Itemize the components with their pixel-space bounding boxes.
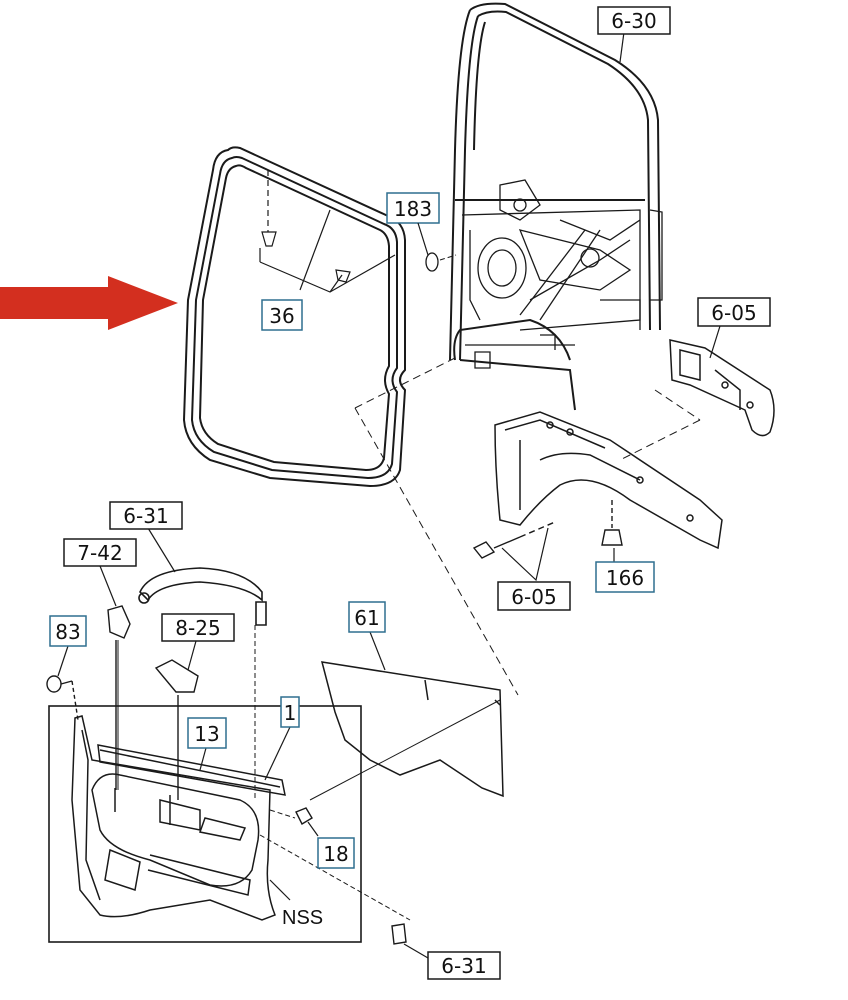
insulator-sheet-61: [320, 661, 504, 798]
svg-text:8-25: 8-25: [175, 616, 220, 640]
callout-6-31-top: 6-31: [109, 501, 183, 573]
switch-part-7-42: [107, 605, 131, 790]
svg-text:13: 13: [194, 722, 219, 746]
svg-text:166: 166: [606, 566, 644, 590]
svg-text:6-30: 6-30: [611, 9, 656, 33]
callout-7-42: 7-42: [63, 538, 137, 607]
callout-18: 18: [307, 821, 355, 869]
svg-text:36: 36: [269, 304, 294, 328]
door-mechanism: [461, 179, 663, 369]
svg-text:7-42: 7-42: [77, 541, 122, 565]
nss-label: NSS: [269, 879, 323, 929]
callout-83: 83: [49, 615, 87, 677]
callout-6-31-bottom: 6-31: [403, 943, 501, 980]
pull-handle: [138, 567, 267, 626]
door-trim-panel: [71, 715, 286, 921]
svg-text:83: 83: [55, 620, 80, 644]
callout-61: 61: [348, 601, 386, 671]
trim-leaders: [117, 625, 501, 921]
lower-bracket: [494, 411, 723, 550]
screw-83: [46, 675, 79, 721]
callout-36-leader: [259, 170, 396, 293]
red-arrow-right-icon: [0, 276, 178, 330]
lock-part-8-25: [154, 659, 199, 800]
callout-6-05-bottom: 6-05: [497, 527, 571, 611]
clip-166: [601, 500, 623, 546]
rear-bracket: [669, 339, 775, 437]
svg-text:6-31: 6-31: [441, 954, 486, 978]
svg-text:6-31: 6-31: [123, 504, 168, 528]
callout-36: 36: [261, 299, 303, 331]
callout-1: 1: [264, 696, 300, 781]
callout-166: 166: [595, 548, 655, 593]
bolt: [472, 521, 556, 559]
door-frame: [449, 2, 661, 411]
clip-18: [295, 807, 313, 825]
door-trim-box: [48, 705, 362, 943]
callout-13: 13: [187, 717, 227, 771]
callout-8-25: 8-25: [161, 613, 235, 671]
svg-text:NSS: NSS: [282, 907, 323, 929]
callout-6-30: 6-30: [597, 6, 671, 63]
svg-text:1: 1: [284, 701, 297, 725]
svg-text:6-05: 6-05: [511, 585, 556, 609]
svg-text:6-05: 6-05: [711, 301, 756, 325]
svg-text:18: 18: [323, 842, 348, 866]
alignment-lines: [354, 357, 701, 696]
clip-6-31: [391, 923, 407, 945]
svg-text:183: 183: [394, 197, 432, 221]
callout-6-05-top: 6-05: [697, 297, 771, 359]
svg-text:61: 61: [354, 606, 379, 630]
callout-183: 183: [386, 192, 457, 272]
